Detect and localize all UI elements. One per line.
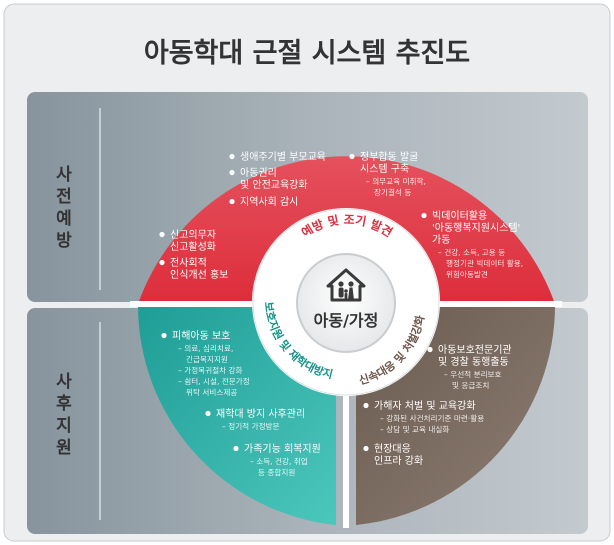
bullet-icon [161, 332, 167, 339]
item-detail: – 쉼터, 시설, 전문가정 [178, 376, 250, 386]
item-detail: – 상담 및 교육 내실화 [380, 424, 449, 434]
bullet-icon [349, 153, 355, 160]
family-house-icon [326, 268, 366, 302]
row-label-char: 후 [56, 393, 72, 414]
list-item: 생애주기별 부모교육 [229, 151, 326, 163]
row-label-char: 원 [56, 438, 72, 458]
bullet-icon [363, 445, 369, 452]
item-title: 지역사회 감시 [240, 196, 298, 208]
row-label-char: 방 [56, 231, 72, 251]
inner-ring-border [252, 208, 440, 396]
item-detail: – 소득, 건강, 취업 [250, 456, 308, 466]
item-title: 아동권리 [240, 167, 277, 179]
item-title: 빅데이터활용 [432, 209, 487, 222]
bullet-icon [427, 346, 433, 353]
item-title: 재학대 방지 사후관리 [216, 408, 305, 420]
item-detail: – 우선적 분리보호 [444, 369, 502, 379]
row-label-char: 전 [56, 187, 72, 207]
item-detail: 및 응급조치 [452, 380, 489, 390]
item-detail: – 강화된 사건처리기준 마련·활용 [380, 413, 484, 423]
item-title: 현장대응 [374, 443, 411, 455]
item-title: 피해아동 보호 [172, 329, 230, 342]
bullet-icon [205, 410, 211, 417]
item-title: 인프라 강화 [374, 455, 423, 467]
row-label-char: 사 [56, 165, 72, 185]
item-detail: – 의무교육 미취학, [366, 176, 426, 186]
list-item: 지역사회 감시 [229, 196, 298, 208]
bullet-icon [229, 153, 235, 160]
row-label-char: 사 [56, 372, 72, 392]
item-title: 및 경찰 동행출동 [438, 355, 509, 368]
item-title: 아동보호전문기관 [438, 344, 512, 356]
sector-divider [343, 304, 349, 528]
item-detail: – 건강, 소득, 고용 등 [438, 247, 505, 257]
item-title: 인식개선 홍보 [170, 268, 228, 281]
item-detail: 등 종합지원 [258, 468, 295, 477]
item-detail: 장기결석 등 [374, 187, 411, 197]
item-title: 시스템 구축 [360, 163, 409, 175]
item-detail: – 가정복귀절차 강화 [178, 365, 243, 375]
list-item: 가해자 처벌 및 교육강화– 강화된 사건처리기준 마련·활용– 상담 및 교육… [363, 399, 484, 434]
row-label-char: 예 [56, 209, 72, 229]
item-title: 가해자 처벌 및 교육강화 [374, 399, 476, 412]
item-title: 신고의무자 [170, 229, 216, 241]
bullet-icon [233, 445, 239, 452]
item-detail: 행정기관 빅데이터 활용, [446, 258, 523, 268]
center-label: 아동/가정 [314, 311, 379, 330]
item-title: 및 안전교육강화 [240, 179, 308, 191]
item-title: 가동 [432, 234, 450, 246]
list-item: 피해아동 보호– 의료, 심리치료,긴급복지지원– 가정복귀절차 강화– 쉼터,… [161, 329, 250, 397]
list-item: 가족기능 회복지원– 소득, 건강, 취업등 종합지원 [233, 443, 321, 477]
item-title: '아동행복지원시스템' [432, 222, 520, 234]
item-title: 가족기능 회복지원 [244, 443, 321, 455]
diagram-title: 아동학대 근절 시스템 추진도 [144, 38, 470, 69]
bullet-icon [421, 212, 427, 219]
center-circle [296, 253, 396, 353]
item-title: 정부합동 발굴 [360, 151, 418, 163]
row-label-char: 지 [56, 416, 72, 436]
bullet-icon [363, 402, 369, 409]
item-title: 신고활성화 [170, 240, 216, 253]
item-title: 전사회적 [170, 257, 207, 269]
item-detail: 위험아동발견 [446, 269, 488, 279]
list-item: 재학대 방지 사후관리– 정기적 가정방문 [205, 408, 305, 431]
bullet-icon [229, 198, 235, 205]
item-detail: – 의료, 심리치료, [178, 343, 233, 353]
item-title: 생애주기별 부모교육 [240, 151, 326, 163]
bullet-icon [159, 259, 165, 266]
item-detail: – 정기적 가정방문 [222, 421, 280, 431]
protection-items: 피해아동 보호– 의료, 심리치료,긴급복지지원– 가정복귀절차 강화– 쉼터,… [161, 329, 321, 477]
bullet-icon [229, 169, 235, 176]
item-detail: 긴급복지지원 [186, 354, 228, 364]
item-detail: 위탁 서비스제공 [186, 387, 237, 397]
bullet-icon [159, 231, 165, 238]
